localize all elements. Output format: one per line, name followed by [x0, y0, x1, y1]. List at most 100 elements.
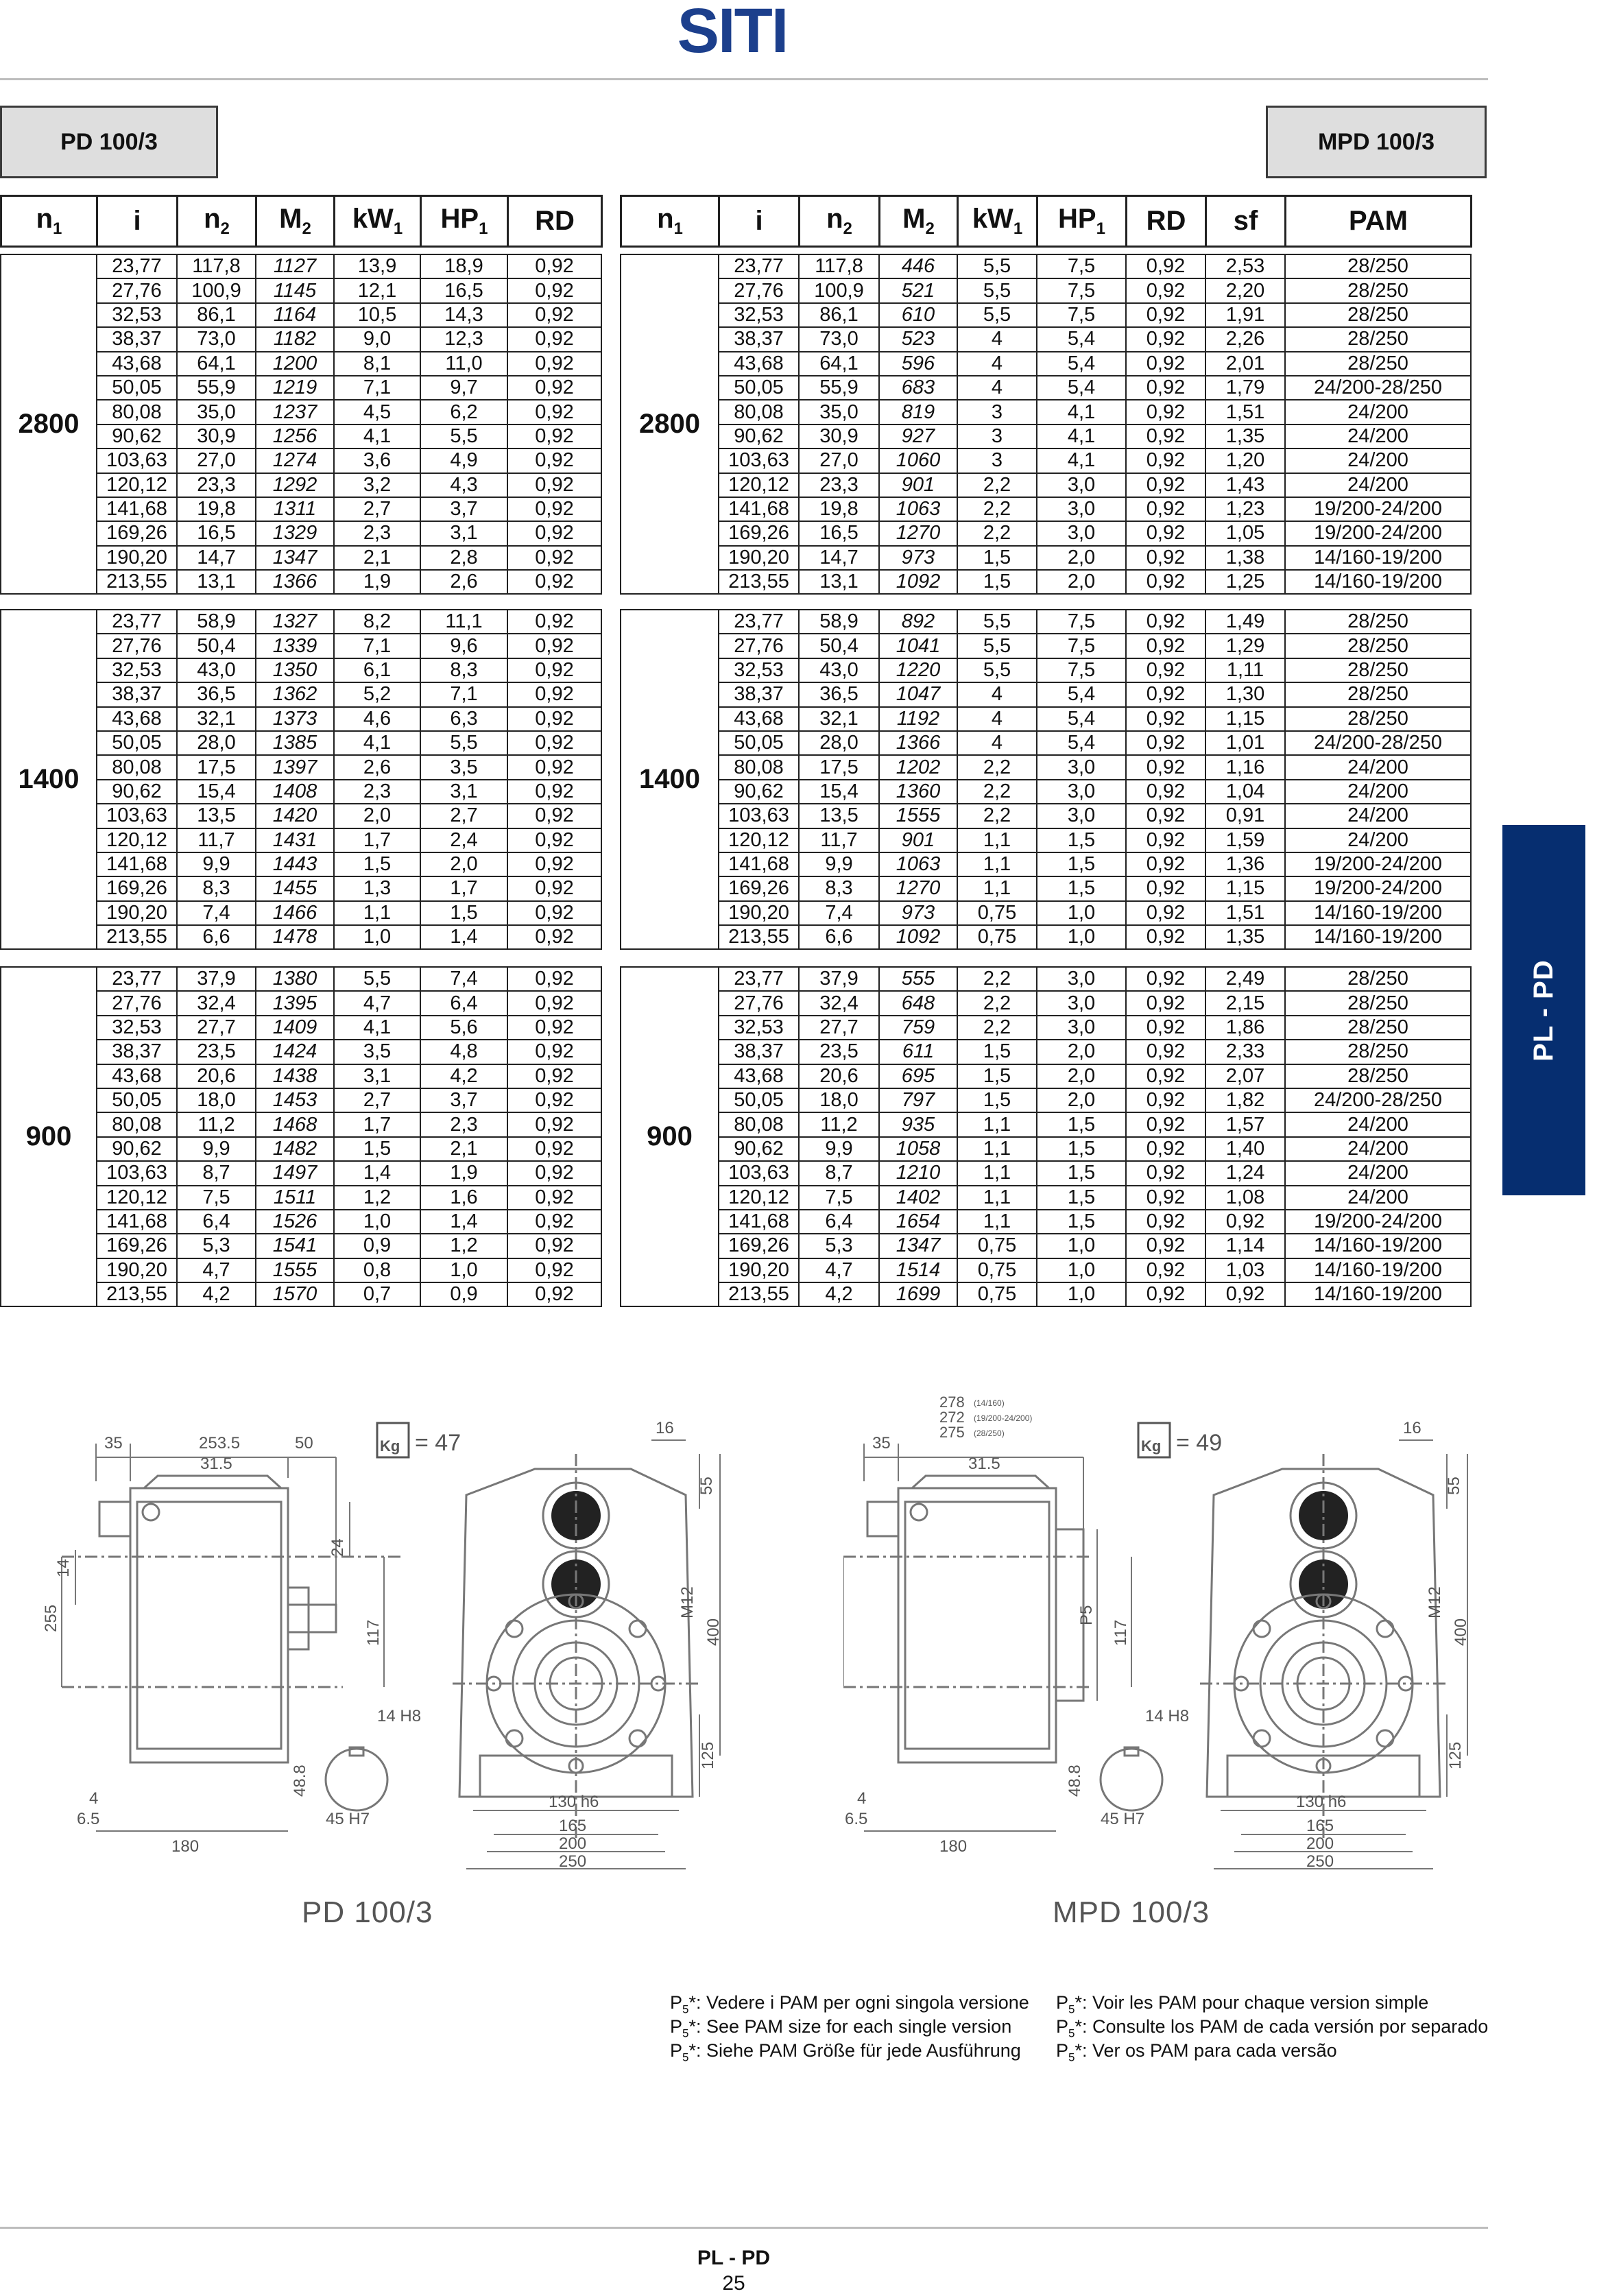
table-cell: 5,2	[333, 682, 421, 708]
table-cell: 117,8	[798, 253, 880, 280]
table-cell: 0,92	[507, 1014, 602, 1041]
table-cell: 1,4	[333, 1160, 421, 1186]
table-cell: 120,12	[96, 827, 178, 853]
pd-dim-130h6: 130 h6	[549, 1793, 599, 1811]
table-cell: 0,92	[507, 1112, 602, 1138]
table-cell: 2,2	[957, 472, 1037, 498]
table-cell: 1373	[255, 706, 335, 732]
table-cell: 24/200	[1284, 803, 1472, 829]
table-cell: 2,0	[420, 851, 508, 878]
table-cell: 19/200-24/200	[1284, 496, 1472, 523]
table-cell: 213,55	[96, 924, 178, 950]
mpd-weight-icon: Kg	[1141, 1437, 1161, 1455]
table-cell: 190,20	[96, 545, 178, 571]
table-cell: 0,92	[1125, 1039, 1206, 1065]
table-cell: 43,0	[176, 657, 256, 684]
table-cell: 10,5	[333, 302, 421, 328]
table-cell: 1,3	[333, 876, 421, 902]
table-cell: 23,77	[718, 253, 800, 280]
mpd-dim-272-note: (19/200-24/200)	[974, 1413, 1032, 1423]
table-cell: 0,75	[957, 1257, 1037, 1284]
table-cell: 1,49	[1205, 608, 1286, 635]
table-cell: 17,5	[176, 754, 256, 780]
table-cell: 1,11	[1205, 657, 1286, 684]
table-cell: 190,20	[96, 1257, 178, 1284]
pd-dim-45h7: 45 H7	[326, 1810, 370, 1828]
mpd-dim-488: 48.8	[1066, 1765, 1084, 1797]
table-cell: 819	[878, 399, 958, 425]
table-cell: 43,68	[718, 1063, 800, 1089]
table-cell: 5,4	[1036, 326, 1127, 352]
table-cell: 0,75	[957, 900, 1037, 926]
pd-model-label: PD 100/3	[0, 106, 218, 178]
table-cell: 1,0	[1036, 924, 1127, 950]
table-cell: 1408	[255, 778, 335, 805]
table-cell: 1453	[255, 1087, 335, 1114]
pd-col-header: HP1	[420, 195, 509, 248]
table-cell: 0,9	[420, 1282, 508, 1308]
table-cell: 1,79	[1205, 374, 1286, 401]
pd-weight-icon: Kg	[380, 1437, 400, 1455]
table-cell: 523	[878, 326, 958, 352]
table-cell: 1,5	[957, 569, 1037, 595]
table-cell: 1,5	[333, 1136, 421, 1162]
table-cell: 23,77	[96, 253, 178, 280]
table-cell: 973	[878, 900, 958, 926]
table-cell: 32,4	[798, 990, 880, 1016]
table-cell: 8,3	[176, 876, 256, 902]
table-cell: 1,7	[333, 827, 421, 853]
pd-dim-400: 400	[704, 1618, 723, 1646]
table-cell: 23,77	[96, 966, 178, 992]
table-cell: 11,0	[420, 350, 508, 376]
table-cell: 0,92	[1125, 754, 1206, 780]
table-cell: 1,5	[1036, 1136, 1127, 1162]
table-cell: 0,92	[1125, 1184, 1206, 1210]
table-cell: 32,53	[96, 1014, 178, 1041]
table-cell: 1,82	[1205, 1087, 1286, 1114]
table-cell: 12,1	[333, 278, 421, 304]
table-cell: 0,92	[1205, 1282, 1286, 1308]
table-cell: 1063	[878, 496, 958, 523]
table-cell: 1311	[255, 496, 335, 523]
table-cell: 32,1	[176, 706, 256, 732]
table-cell: 0,92	[1125, 472, 1206, 498]
table-cell: 1482	[255, 1136, 335, 1162]
table-cell: 19/200-24/200	[1284, 851, 1472, 878]
table-cell: 1,0	[1036, 900, 1127, 926]
table-cell: 3,0	[1036, 472, 1127, 498]
table-cell: 28/250	[1284, 350, 1472, 376]
table-cell: 23,77	[96, 608, 178, 635]
table-cell: 0,92	[1125, 496, 1206, 523]
table-cell: 27,76	[96, 990, 178, 1016]
table-cell: 0,92	[507, 1257, 602, 1284]
table-cell: 14/160-19/200	[1284, 569, 1472, 595]
table-cell: 0,92	[507, 1233, 602, 1259]
table-cell: 1380	[255, 966, 335, 992]
mpd-dim-165: 165	[1306, 1817, 1334, 1835]
table-cell: 120,12	[96, 472, 178, 498]
table-cell: 5,4	[1036, 730, 1127, 756]
table-cell: 3,7	[420, 496, 508, 523]
pd-dim-m12: M12	[678, 1586, 697, 1618]
side-tab-text: PL - PD	[1528, 959, 1559, 1062]
table-cell: 5,5	[957, 657, 1037, 684]
table-cell: 1,0	[333, 1208, 421, 1235]
pd-dim-16: 16	[656, 1419, 674, 1437]
table-cell: 1,7	[333, 1112, 421, 1138]
table-cell: 50,05	[718, 374, 800, 401]
pd-dim-24: 24	[328, 1538, 347, 1557]
page-number: 25	[722, 2272, 745, 2295]
table-cell: 0,92	[507, 278, 602, 304]
